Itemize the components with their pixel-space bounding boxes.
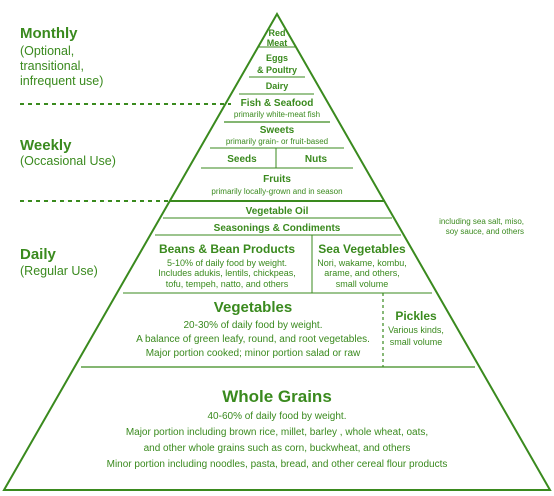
- red-meat-label: Meat: [267, 38, 288, 48]
- sea-veg-line: small volume: [336, 279, 389, 289]
- eggs-label: Eggs: [266, 53, 288, 63]
- beans-line: 5-10% of daily food by weight.: [167, 258, 287, 268]
- side-monthly-line: transitional,: [20, 59, 84, 73]
- pickles-line: Various kinds,: [388, 325, 444, 335]
- side-daily-line: (Regular Use): [20, 264, 98, 278]
- side-daily-title: Daily: [20, 246, 57, 263]
- fish-sub: primarily white-meat fish: [234, 110, 320, 119]
- pickles-line: small volume: [390, 337, 443, 347]
- sweets-title: Sweets: [260, 125, 295, 136]
- fruits-sub: primarily locally-grown and in season: [211, 187, 342, 196]
- dairy-label: Dairy: [266, 81, 289, 91]
- vegetables-title: Vegetables: [214, 299, 292, 316]
- grains-line: 40-60% of daily food by weight.: [208, 411, 347, 422]
- beans-line: tofu, tempeh, natto, and others: [166, 279, 289, 289]
- side-weekly-title: Weekly: [20, 137, 72, 154]
- beans-title: Beans & Bean Products: [159, 242, 295, 256]
- oil-label: Vegetable Oil: [246, 206, 309, 217]
- side-monthly-line: (Optional,: [20, 44, 74, 58]
- red-meat-label: Red: [268, 28, 285, 38]
- beans-line: Includes adukis, lentils, chickpeas,: [158, 268, 296, 278]
- sweets-sub: primarily grain- or fruit-based: [226, 137, 328, 146]
- side-monthly-line: infrequent use): [20, 74, 103, 88]
- fish-title: Fish & Seafood: [241, 98, 314, 109]
- seasonings-note: including sea salt, miso,: [439, 217, 524, 226]
- nuts-label: Nuts: [305, 154, 328, 165]
- seasonings-note: soy sauce, and others: [446, 227, 524, 236]
- vegetables-line: Major portion cooked; minor portion sala…: [146, 348, 361, 359]
- grains-line: Major portion including brown rice, mill…: [126, 427, 428, 438]
- sea-veg-title: Sea Vegetables: [318, 242, 406, 256]
- grains-line: Minor portion including noodles, pasta, …: [107, 459, 448, 470]
- grains-title: Whole Grains: [222, 387, 332, 406]
- sea-veg-line: Nori, wakame, kombu,: [317, 258, 407, 268]
- eggs-label: & Poultry: [257, 65, 297, 75]
- sea-veg-line: arame, and others,: [324, 268, 400, 278]
- side-monthly-title: Monthly: [20, 25, 78, 42]
- seasonings-label: Seasonings & Condiments: [214, 223, 341, 234]
- grains-line: and other whole grains such as corn, buc…: [144, 443, 411, 454]
- seeds-label: Seeds: [227, 154, 257, 165]
- side-weekly-line: (Occasional Use): [20, 154, 116, 168]
- vegetables-line: A balance of green leafy, round, and roo…: [136, 334, 370, 345]
- fruits-title: Fruits: [263, 174, 291, 185]
- pyramid-outline: [2, 11, 552, 491]
- vegetables-line: 20-30% of daily food by weight.: [184, 320, 323, 331]
- pickles-title: Pickles: [395, 309, 437, 323]
